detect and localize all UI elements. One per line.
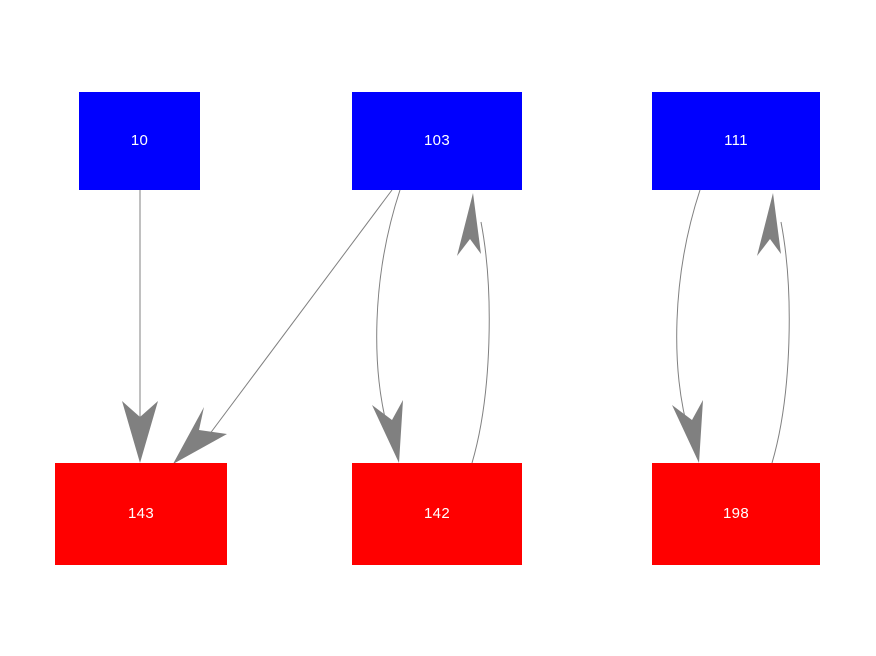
- arrowhead-down-icon: [122, 401, 158, 463]
- node-198[interactable]: 198: [652, 463, 820, 565]
- edge-142-to-103: [457, 193, 490, 464]
- node-111[interactable]: 111: [652, 92, 820, 190]
- node-143[interactable]: 143: [55, 463, 227, 565]
- edge-198-to-111: [757, 193, 790, 464]
- node-label: 111: [724, 131, 748, 149]
- node-142[interactable]: 142: [352, 463, 522, 565]
- node-label: 10: [130, 131, 149, 149]
- edge-line: [771, 221, 790, 464]
- edge-line: [676, 189, 701, 438]
- edge-10-to-143: [122, 190, 158, 463]
- node-label: 198: [723, 504, 749, 522]
- arrowhead-up-icon: [457, 193, 481, 256]
- node-label: 103: [424, 131, 450, 149]
- arrowhead-up-icon: [757, 193, 781, 256]
- node-label: 142: [424, 504, 450, 522]
- edge-line: [202, 189, 393, 444]
- edge-line: [471, 221, 490, 464]
- arrowhead-down-left-icon: [173, 407, 227, 464]
- node-103[interactable]: 103: [352, 92, 522, 190]
- edge-103-to-143: [173, 189, 393, 464]
- edge-111-to-198: [672, 189, 703, 463]
- edge-line: [376, 189, 401, 438]
- node-10[interactable]: 10: [79, 92, 200, 190]
- arrowhead-down-icon: [672, 400, 703, 463]
- edge-103-to-142: [372, 189, 403, 463]
- arrowhead-down-icon: [372, 400, 403, 463]
- node-label: 143: [128, 504, 154, 522]
